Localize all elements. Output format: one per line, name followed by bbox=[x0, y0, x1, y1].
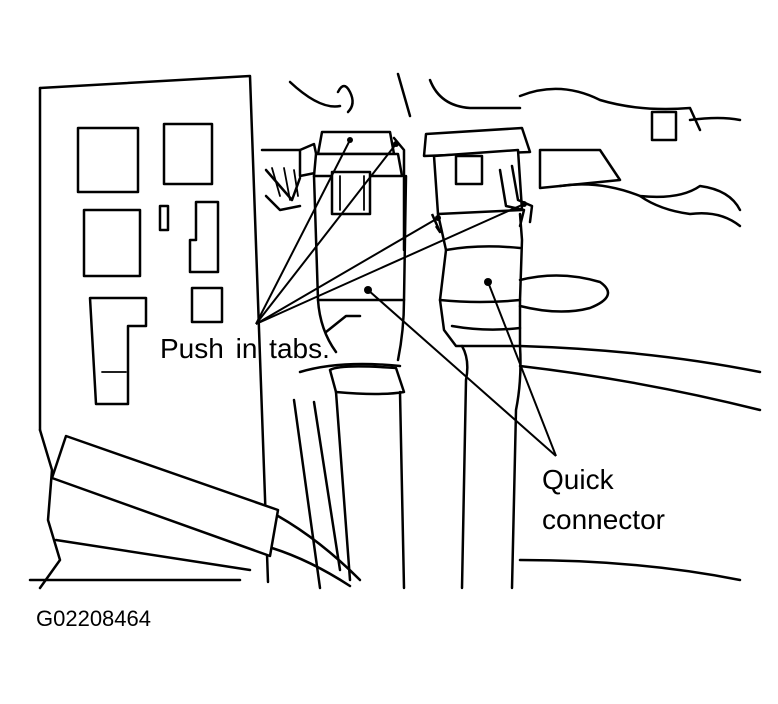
left-quick-connector bbox=[312, 84, 408, 362]
figure-code: G02208464 bbox=[36, 606, 151, 631]
quick-connector-leaders bbox=[364, 278, 557, 457]
right-quick-connector bbox=[422, 126, 534, 348]
push-in-tabs-leaders bbox=[255, 137, 527, 325]
push-in-tabs-label: Push in tabs. bbox=[160, 333, 330, 364]
quick-connector-label-line2: connector bbox=[542, 504, 665, 535]
quick-connector-label: Quick connector bbox=[542, 460, 665, 540]
background-components bbox=[260, 72, 742, 313]
fuel-hoses bbox=[292, 344, 762, 590]
mounting-bracket bbox=[38, 74, 270, 590]
wire-harness bbox=[28, 434, 362, 588]
quick-connector-label-line1: Quick bbox=[542, 464, 614, 495]
